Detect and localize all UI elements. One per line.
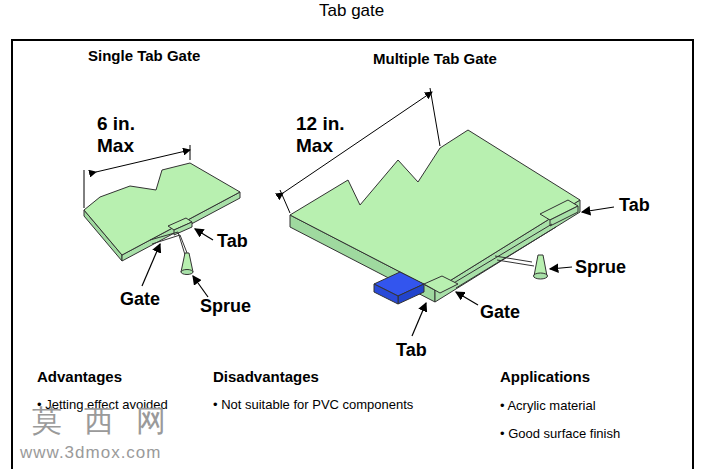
section-heading: Disadvantages <box>213 368 319 385</box>
part-name: Sprue <box>200 296 251 317</box>
bullet-note: • Not suitable for PVC components <box>213 398 413 413</box>
section-heading: Applications <box>500 368 590 385</box>
dimension: 12 in. Max <box>296 113 354 157</box>
part-name: Tab <box>619 195 650 216</box>
watermark: www.3dmox.com <box>20 443 161 463</box>
heading: Single Tab Gate <box>88 47 200 64</box>
part-name: Sprue <box>575 257 626 278</box>
title: Tab gate <box>319 1 384 21</box>
dimension: 6 in. Max <box>97 113 149 157</box>
heading: Multiple Tab Gate <box>373 50 497 67</box>
part-name: Gate <box>120 289 160 310</box>
bullet-note: • Good surface finish <box>500 427 620 442</box>
multiple-plate <box>290 130 580 304</box>
part-name: Tab <box>217 231 248 252</box>
frame <box>12 40 693 469</box>
bullet-note: • Acrylic material <box>500 399 596 414</box>
leader-lines <box>142 207 614 336</box>
section-heading: Advantages <box>37 368 122 385</box>
part-name: Tab <box>396 340 427 361</box>
watermark: 莫西网 <box>32 404 188 439</box>
dimension-lines <box>84 88 440 213</box>
part-name: Gate <box>480 302 520 323</box>
single-plate <box>84 163 240 275</box>
